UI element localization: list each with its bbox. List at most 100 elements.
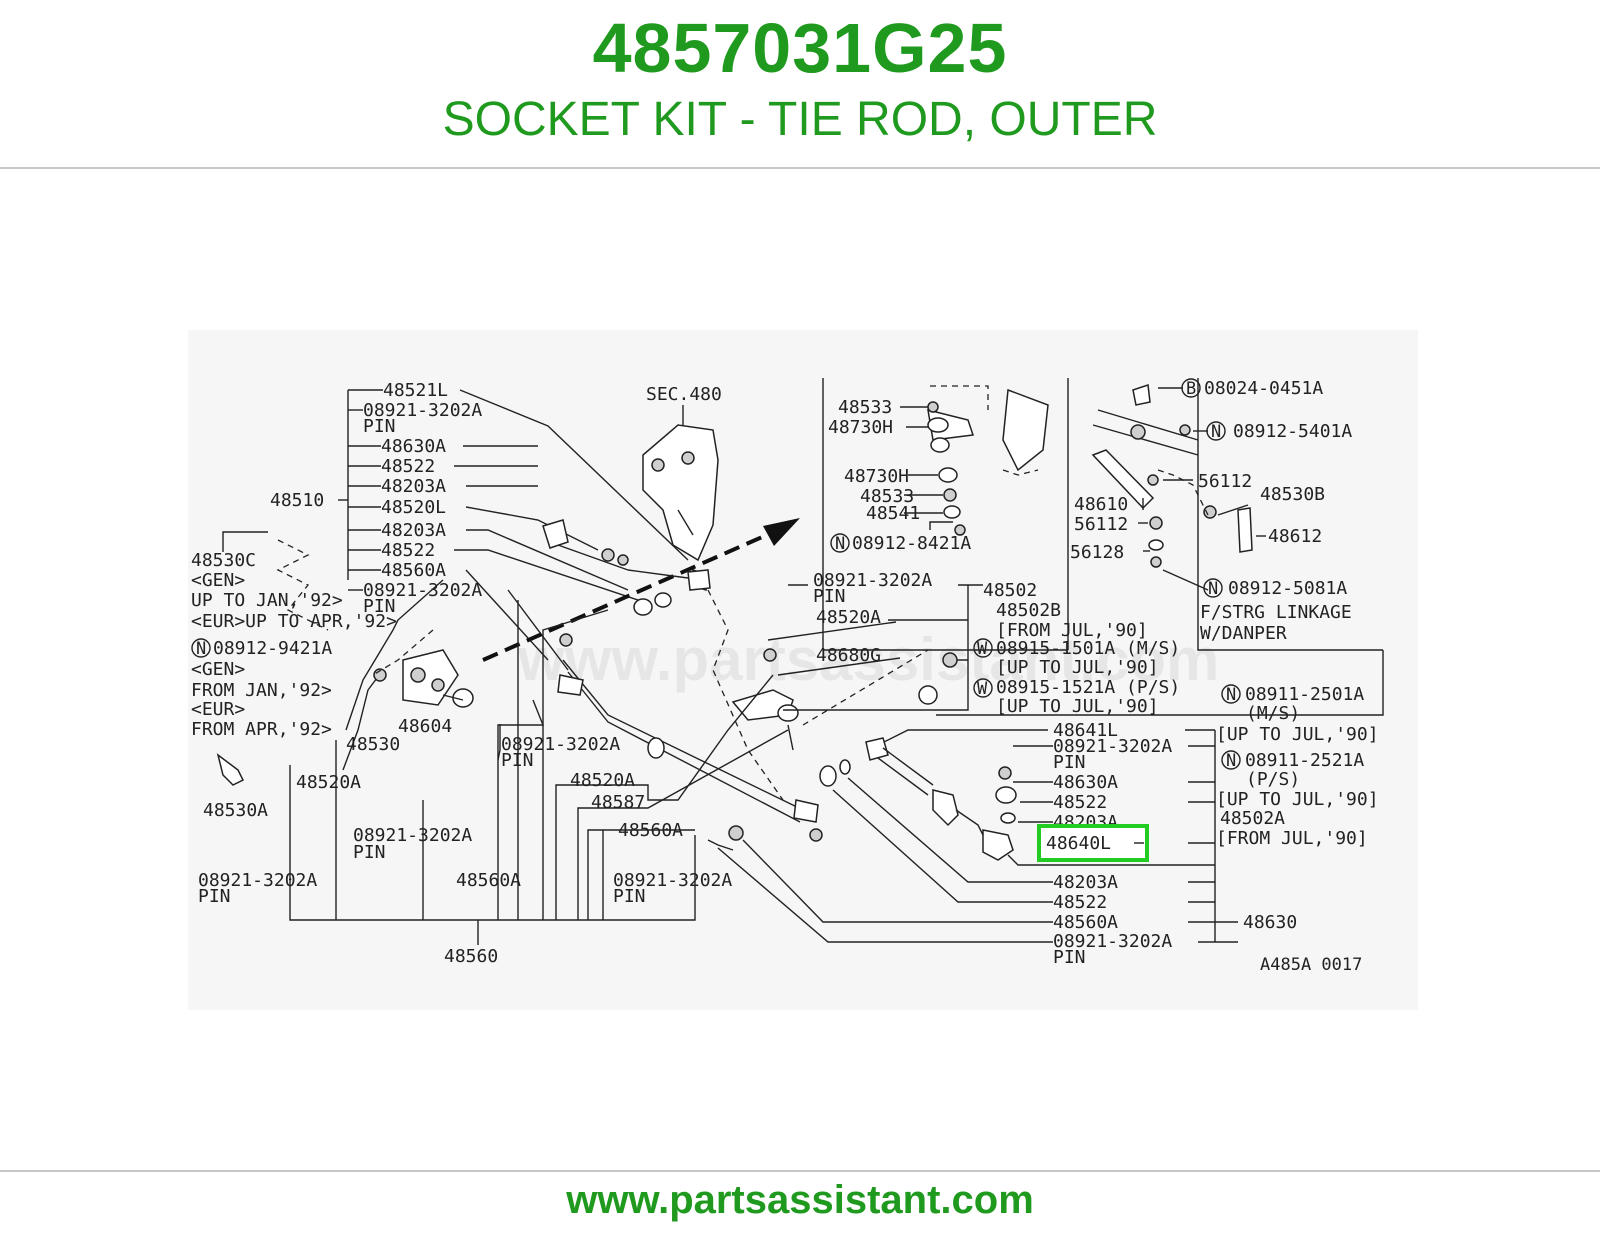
group-48510 [338, 389, 689, 671]
footer-url[interactable]: www.partsassistant.com [566, 1178, 1034, 1222]
label-08912-8421A: 08912-8421A [852, 533, 971, 554]
circle-n-icon-4 [1203, 578, 1223, 598]
label-48560: 48560 [444, 946, 498, 967]
circle-n-letter-2: N [835, 534, 845, 554]
header-divider [0, 167, 1600, 169]
circle-n-icon-5 [1221, 684, 1241, 704]
label-sec480: SEC.480 [646, 384, 722, 405]
label-48522-4: 48522 [1053, 892, 1107, 913]
label-48502: 48502 [983, 580, 1037, 601]
label-48587: 48587 [591, 792, 645, 813]
label-pin-2: PIN [363, 596, 396, 617]
label-08915-1521A: 08915-1521A (P/S) [996, 677, 1180, 698]
label-pin-5: PIN [613, 886, 646, 907]
parts-diagram-svg: www.partsassistant.com 48521L 08921-3202… [191, 378, 1384, 975]
leader-line-nut [936, 650, 1384, 716]
washer-part [918, 685, 938, 705]
bolt-48530A [216, 753, 245, 786]
label-from-jan92: FROM JAN,'92> [191, 680, 332, 701]
label-48522-1: 48522 [381, 456, 435, 477]
label-48520A-1: 48520A [296, 772, 361, 793]
label-w-danper: W/DANPER [1200, 623, 1287, 644]
label-48530C: 48530C [191, 550, 256, 571]
watermark: www.partsassistant.com [517, 626, 1219, 693]
label-48203A-1: 48203A [381, 476, 446, 497]
label-48530: 48530 [346, 734, 400, 755]
group-48630 [717, 729, 1238, 943]
label-48641L: 48641L [1053, 720, 1118, 741]
label-ps: (P/S) [1246, 769, 1300, 790]
circle-n-letter: N [196, 639, 206, 659]
label-pin-9: PIN [1053, 752, 1086, 773]
part-description: SOCKET KIT - TIE ROD, OUTER [442, 93, 1158, 146]
label-ms: (M/S) [1246, 703, 1300, 724]
label-48610: 48610 [1074, 494, 1128, 515]
circle-w-letter-2: W [977, 679, 988, 699]
label-48630A-1: 48630A [381, 436, 446, 457]
label-08921-3202A-4: 08921-3202A [353, 825, 472, 846]
label-48502A: 48502A [1220, 808, 1285, 829]
circle-b-letter: B [1186, 379, 1196, 399]
footer-divider [0, 1170, 1600, 1172]
label-fstrg-linkage: F/STRG LINKAGE [1200, 602, 1352, 623]
label-08921-3202A-9: 08921-3202A [1053, 736, 1172, 757]
part-number: 4857031G25 [592, 9, 1008, 87]
label-48521L: 48521L [383, 380, 448, 401]
label-eur-up-to-apr92: <EUR>UP TO APR,'92> [191, 611, 397, 632]
label-48612: 48612 [1268, 526, 1322, 547]
label-08921-3202A-3: 08921-3202A [198, 870, 317, 891]
highlighted-part-48640L[interactable]: 48640L [1037, 824, 1149, 862]
circle-n-letter-4: N [1208, 579, 1218, 599]
circle-n-letter-3: N [1211, 422, 1221, 442]
circle-n-icon-3 [1206, 421, 1226, 441]
label-48730H-2: 48730H [844, 466, 909, 487]
label-48520A-3: 48520A [816, 607, 881, 628]
nut-part [942, 652, 958, 668]
tie-rod-left [542, 519, 711, 616]
label-from-jul90-b: [FROM JUL,'90] [1216, 828, 1368, 849]
highlight-box[interactable] [1037, 824, 1149, 862]
grommet-part [647, 737, 665, 759]
label-48640L[interactable]: 48640L [1046, 833, 1111, 854]
label-08921-3202A-2: 08921-3202A [363, 580, 482, 601]
inset-idler-arm [822, 378, 1069, 651]
label-56128: 56128 [1070, 542, 1124, 563]
tie-rod-right [707, 729, 1048, 861]
circle-n-icon-2 [830, 533, 850, 553]
label-08921-3202A-8: 08921-3202A [813, 570, 932, 591]
label-08921-3202A-6: 08921-3202A [501, 734, 620, 755]
steering-gear-box [642, 424, 719, 591]
label-08912-9421A: 08912-9421A [213, 638, 332, 659]
label-56112-1: 56112 [1198, 471, 1252, 492]
circle-b-icon [1181, 378, 1201, 398]
label-08024-0451A: 08024-0451A [1204, 378, 1323, 399]
label-48502B: 48502B [996, 600, 1061, 621]
diagram-code: A485A 0017 [1260, 955, 1362, 975]
label-48541: 48541 [866, 503, 920, 524]
label-gen-2: <GEN> [191, 659, 245, 680]
pitman-arm [731, 648, 929, 751]
label-08912-5081A: 08912-5081A [1228, 578, 1347, 599]
label-48560A-2: 48560A [456, 870, 521, 891]
label-pin-4: PIN [353, 842, 386, 863]
label-48560A-3: 48560A [618, 820, 683, 841]
circle-w-icon-2 [973, 678, 993, 698]
label-pin-3: PIN [198, 886, 231, 907]
center-link [557, 633, 823, 842]
circle-w-letter: W [977, 639, 988, 659]
label-eur-2: <EUR> [191, 699, 245, 720]
page-header: 4857031G25 SOCKET KIT - TIE ROD, OUTER [0, 0, 1600, 168]
label-48522-2: 48522 [381, 540, 435, 561]
label-08921-3202A-1: 08921-3202A [363, 400, 482, 421]
label-48203A-4: 48203A [1053, 872, 1118, 893]
label-08921-3202A-10: 08921-3202A [1053, 931, 1172, 952]
label-48730H-1: 48730H [828, 417, 893, 438]
label-48522-3: 48522 [1053, 792, 1107, 813]
label-48630A-2: 48630A [1053, 772, 1118, 793]
label-up-to-jan92: UP TO JAN,'92> [191, 590, 343, 611]
label-48680G: 48680G [816, 645, 881, 666]
label-up-to-jul90-c: [UP TO JUL,'90] [1216, 724, 1379, 745]
group-48502 [767, 584, 983, 711]
label-pin-1: PIN [363, 416, 396, 437]
label-pin-8: PIN [813, 586, 846, 607]
